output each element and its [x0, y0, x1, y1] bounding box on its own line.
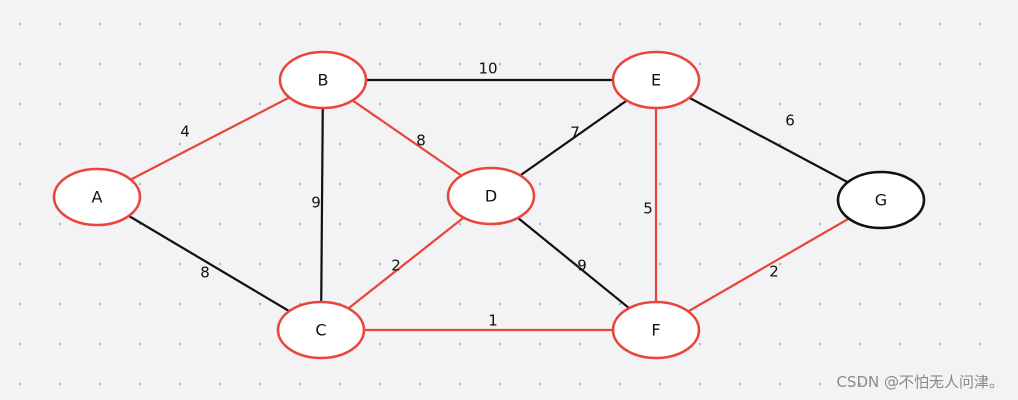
node-d-label: D	[485, 187, 497, 206]
nodes-layer: A B C D E F G	[52, 50, 926, 360]
watermark: CSDN @不怕无人问津。	[836, 373, 1004, 391]
edge-weight-e-g: 6	[785, 112, 795, 130]
edge-a-c	[96, 196, 322, 331]
node-a-label: A	[92, 188, 103, 207]
node-g: G	[836, 170, 926, 230]
node-f-label: F	[651, 321, 660, 340]
node-a: A	[52, 167, 142, 227]
node-f: F	[611, 300, 701, 360]
node-d: D	[446, 166, 536, 226]
node-c-shape	[276, 300, 366, 360]
edge-weight-e-f: 5	[643, 200, 653, 218]
node-d-shape	[446, 166, 536, 226]
edge-weight-d-f: 9	[577, 257, 587, 275]
node-e-shape	[611, 50, 701, 110]
edge-weight-c-f: 1	[488, 312, 498, 330]
node-b-shape	[278, 50, 368, 110]
edge-weight-b-e: 10	[478, 60, 497, 78]
node-g-shape	[836, 170, 926, 230]
edge-weight-b-d: 8	[416, 132, 426, 150]
edge-f-g	[655, 199, 882, 331]
edge-weight-a-b: 4	[180, 123, 190, 141]
node-e: E	[611, 50, 701, 110]
node-f-shape	[611, 300, 701, 360]
edge-weight-b-c: 9	[311, 194, 321, 212]
node-b: B	[278, 50, 368, 110]
edge-weight-f-g: 2	[769, 263, 779, 281]
node-e-label: E	[651, 71, 661, 90]
node-c-label: C	[315, 321, 326, 340]
edge-labels-layer: 4 8 9 8 10 2 1 7 9 5 6 2	[180, 60, 795, 330]
edge-b-c	[319, 79, 325, 331]
node-b-label: B	[318, 71, 329, 90]
edge-e-g	[655, 79, 882, 201]
node-a-shape	[52, 167, 142, 227]
edge-a-b	[96, 79, 324, 198]
edge-weight-a-c: 8	[200, 264, 210, 282]
edge-weight-d-e: 7	[570, 124, 580, 142]
node-g-label: G	[875, 191, 887, 210]
edge-weight-c-d: 2	[391, 257, 401, 275]
node-c: C	[276, 300, 366, 360]
